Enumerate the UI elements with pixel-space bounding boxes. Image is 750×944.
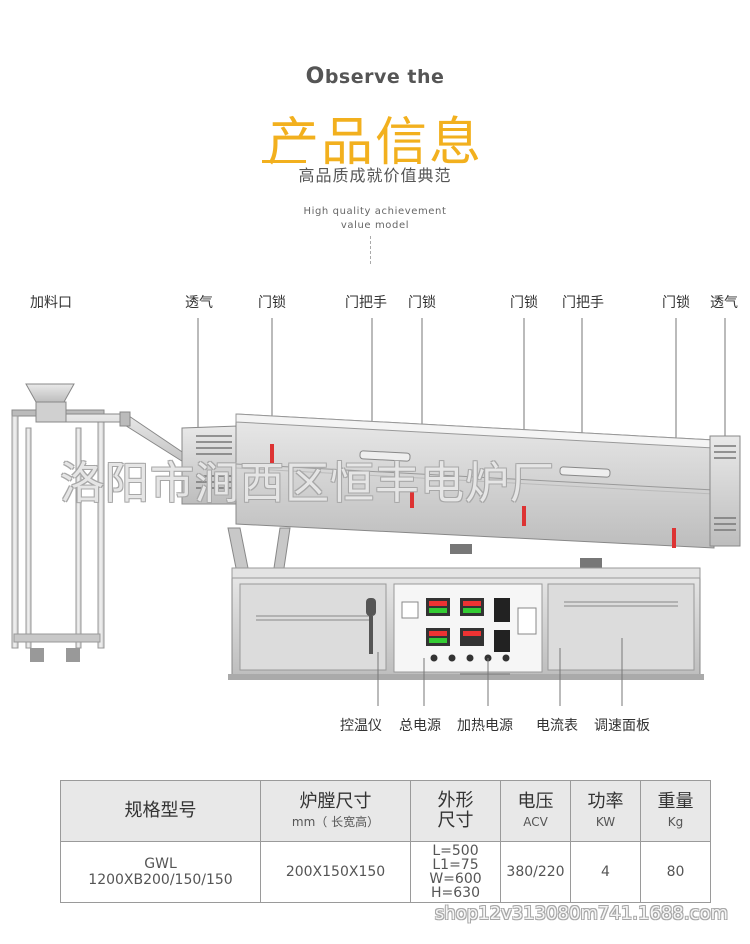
cell-chamber: 200X150X150 (260, 841, 411, 903)
shop-url: shop12v313080m741.1688.com (434, 903, 728, 924)
callout-lock-1: 门锁 (258, 295, 286, 311)
callout-speed-panel: 调速面板 (594, 718, 650, 734)
callout-temp-controller: 控温仪 (340, 718, 382, 734)
cell-weight: 80 (640, 841, 711, 903)
callout-heating-power: 加热电源 (457, 718, 513, 734)
observe-heading: Observe the (305, 64, 445, 89)
callout-main-power: 总电源 (399, 718, 441, 734)
english-tagline-2: value model (340, 220, 410, 231)
header-model: 规格型号 (60, 780, 261, 842)
callout-handle-2: 门把手 (562, 295, 604, 311)
feed-stand (11, 383, 201, 662)
header-divider (370, 236, 372, 264)
furnace-body (181, 413, 741, 569)
page-title: 产品信息 (266, 113, 483, 173)
callout-lock-3: 门锁 (510, 295, 538, 311)
cell-power: 4 (570, 841, 641, 903)
callout-ammeter: 电流表 (536, 718, 578, 734)
cell-voltage: 380/220 (500, 841, 571, 903)
header-dimensions: 外形 尺寸 (410, 780, 501, 842)
watermark: 洛阳市涧西区恒丰电炉厂 (60, 458, 555, 509)
title-accent-line (262, 160, 306, 163)
callout-handle-1: 门把手 (345, 295, 387, 311)
bottom-leader-lines (377, 638, 623, 706)
callout-vent-left: 透气 (185, 295, 213, 311)
callout-feed-port: 加料口 (30, 295, 72, 311)
callout-lock-4: 门锁 (662, 295, 690, 311)
page-subtitle: 高品质成就价值典范 (298, 166, 452, 185)
callout-lock-2: 门锁 (408, 295, 436, 311)
english-tagline-1: High quality achievement (303, 206, 447, 217)
callout-vent-right: 透气 (710, 295, 738, 311)
control-cabinet (228, 567, 704, 680)
furnace-illustration (11, 318, 741, 706)
